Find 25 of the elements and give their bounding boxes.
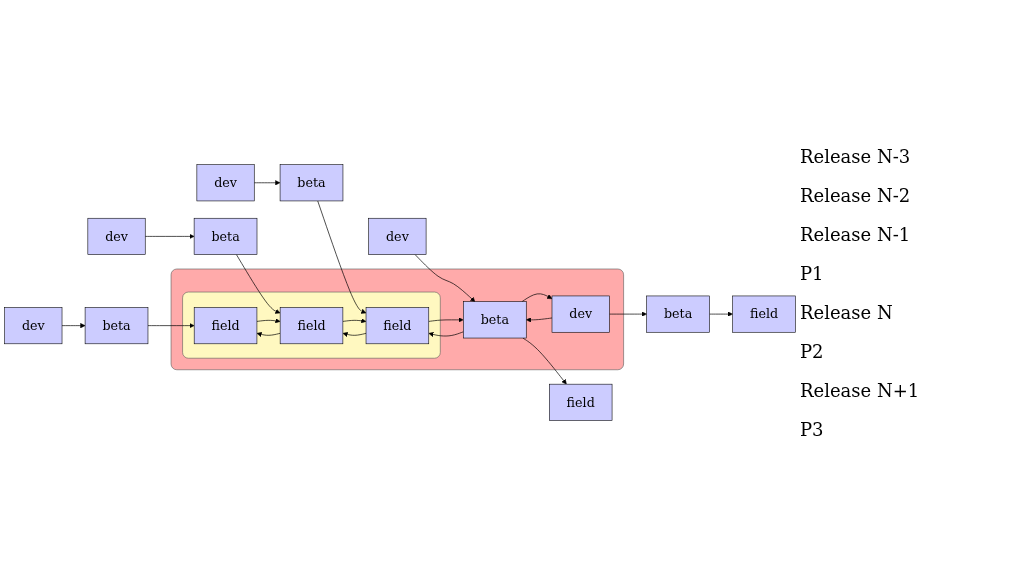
bracket-label: Release N-1 xyxy=(800,223,911,245)
cluster xyxy=(170,268,624,370)
node-box: beta xyxy=(646,295,710,333)
node-box: field xyxy=(365,307,430,345)
node-box: dev xyxy=(196,164,255,202)
node-box: dev xyxy=(87,217,146,255)
bracket-label: P3 xyxy=(800,418,824,440)
cluster xyxy=(182,291,441,359)
bracket-label: Release N-2 xyxy=(800,184,911,206)
node-box: field xyxy=(193,307,258,345)
node-box: dev xyxy=(551,295,610,333)
node-box: field xyxy=(732,295,796,333)
node-box: beta xyxy=(279,164,344,202)
node-box: dev xyxy=(4,307,63,345)
bracket-label: Release N xyxy=(800,301,893,323)
node-box: field xyxy=(279,307,344,345)
node-box: beta xyxy=(193,217,258,255)
bracket-label: Release N-3 xyxy=(800,145,911,167)
bracket-label: P2 xyxy=(800,340,824,362)
node-box: field xyxy=(549,383,613,421)
bracket-label: P1 xyxy=(800,262,824,284)
bracket-label: Release N+1 xyxy=(800,379,920,401)
node-box: dev xyxy=(368,217,427,255)
node-box: beta xyxy=(463,301,527,339)
node-box: beta xyxy=(84,307,149,345)
